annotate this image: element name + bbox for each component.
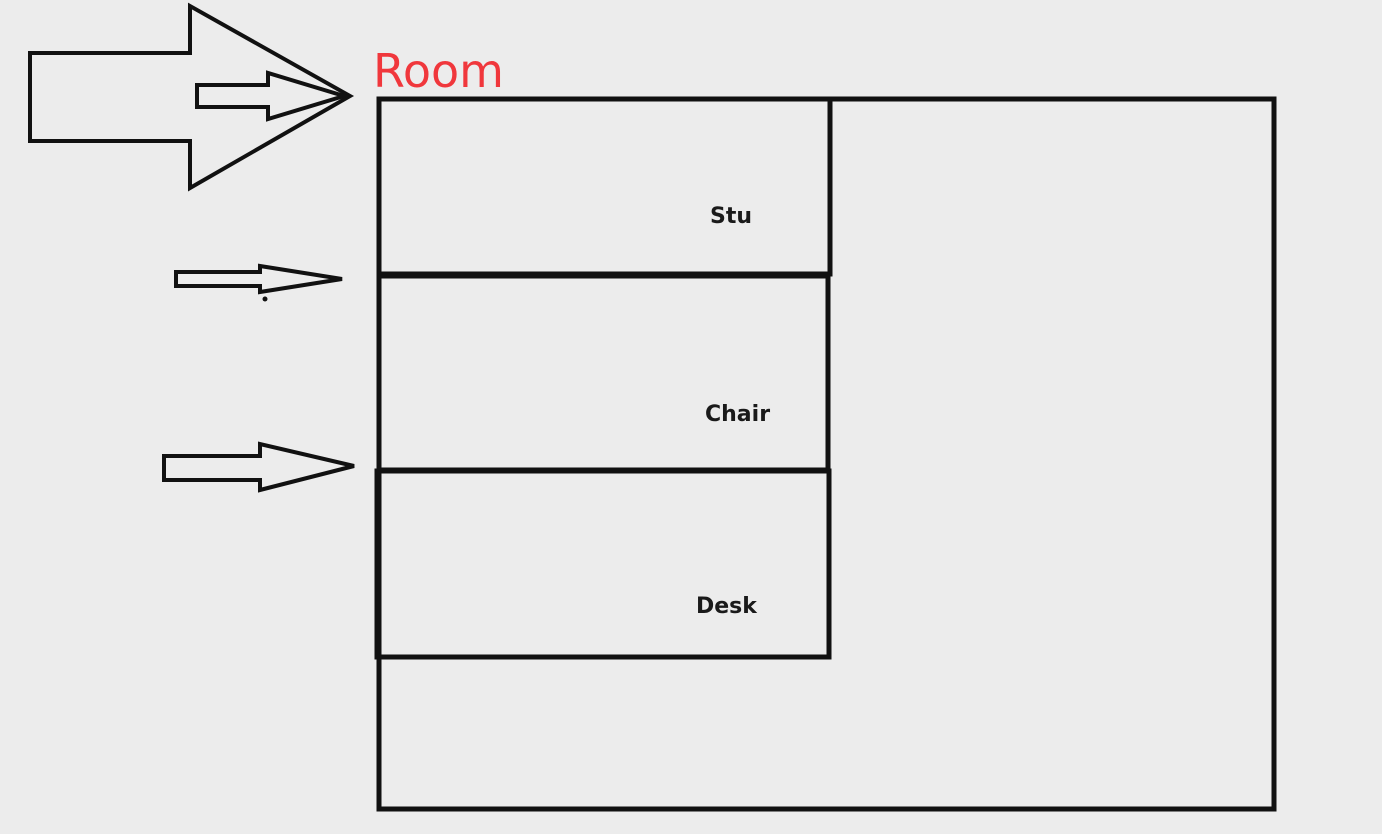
chair-label: Chair bbox=[705, 402, 770, 427]
desk-label: Desk bbox=[696, 594, 758, 619]
room-arrow-small-icon bbox=[195, 70, 351, 122]
chair-desk-arrow-icon bbox=[162, 441, 355, 493]
stu-box bbox=[376, 96, 833, 277]
room-title: Room bbox=[373, 44, 504, 98]
stu-chair-arrow-icon bbox=[174, 263, 343, 295]
room-arrow-large-icon bbox=[28, 2, 355, 192]
stu-label: Stu bbox=[710, 204, 752, 229]
chair-box bbox=[376, 273, 831, 473]
desk-box bbox=[374, 468, 832, 660]
arrow-dot bbox=[262, 296, 268, 302]
